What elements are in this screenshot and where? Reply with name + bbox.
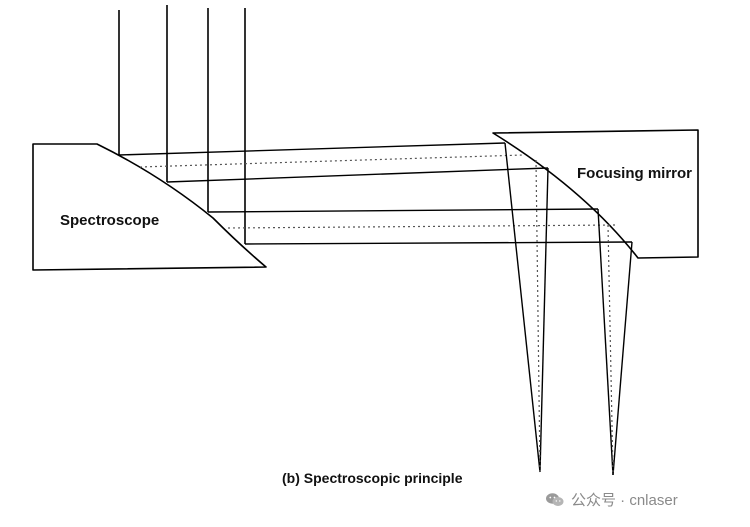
h-beam-1 <box>118 142 506 156</box>
dotted-beam-2 <box>227 224 617 229</box>
h-beam-3 <box>207 208 599 213</box>
focused-cones <box>504 142 633 476</box>
watermark: 公众号 · cnlaser <box>545 489 678 510</box>
h-beam-2 <box>166 167 549 183</box>
cone-center-dotted <box>535 159 614 476</box>
diagram-caption: (b) Spectroscopic principle <box>282 470 463 486</box>
focusing-mirror-label: Focusing mirror <box>577 165 693 182</box>
spectroscope-label: Spectroscope <box>60 212 160 229</box>
cone-right-center <box>607 224 614 476</box>
focusing-mirror-block <box>492 129 699 259</box>
spectroscope-block <box>32 143 267 271</box>
dotted-beam-1 <box>139 154 524 168</box>
cone-right-b <box>612 241 633 476</box>
cone-left-center <box>535 159 541 473</box>
watermark-text: 公众号 · cnlaser <box>571 492 678 509</box>
h-beam-4 <box>244 241 633 245</box>
horizontal-beams <box>118 142 633 245</box>
cone-right-a <box>597 208 614 476</box>
incoming-beams <box>118 5 246 244</box>
dotted-beams <box>139 154 617 229</box>
cone-left-a <box>504 142 541 473</box>
cone-left-b <box>539 167 549 473</box>
wechat-icon <box>546 492 564 506</box>
